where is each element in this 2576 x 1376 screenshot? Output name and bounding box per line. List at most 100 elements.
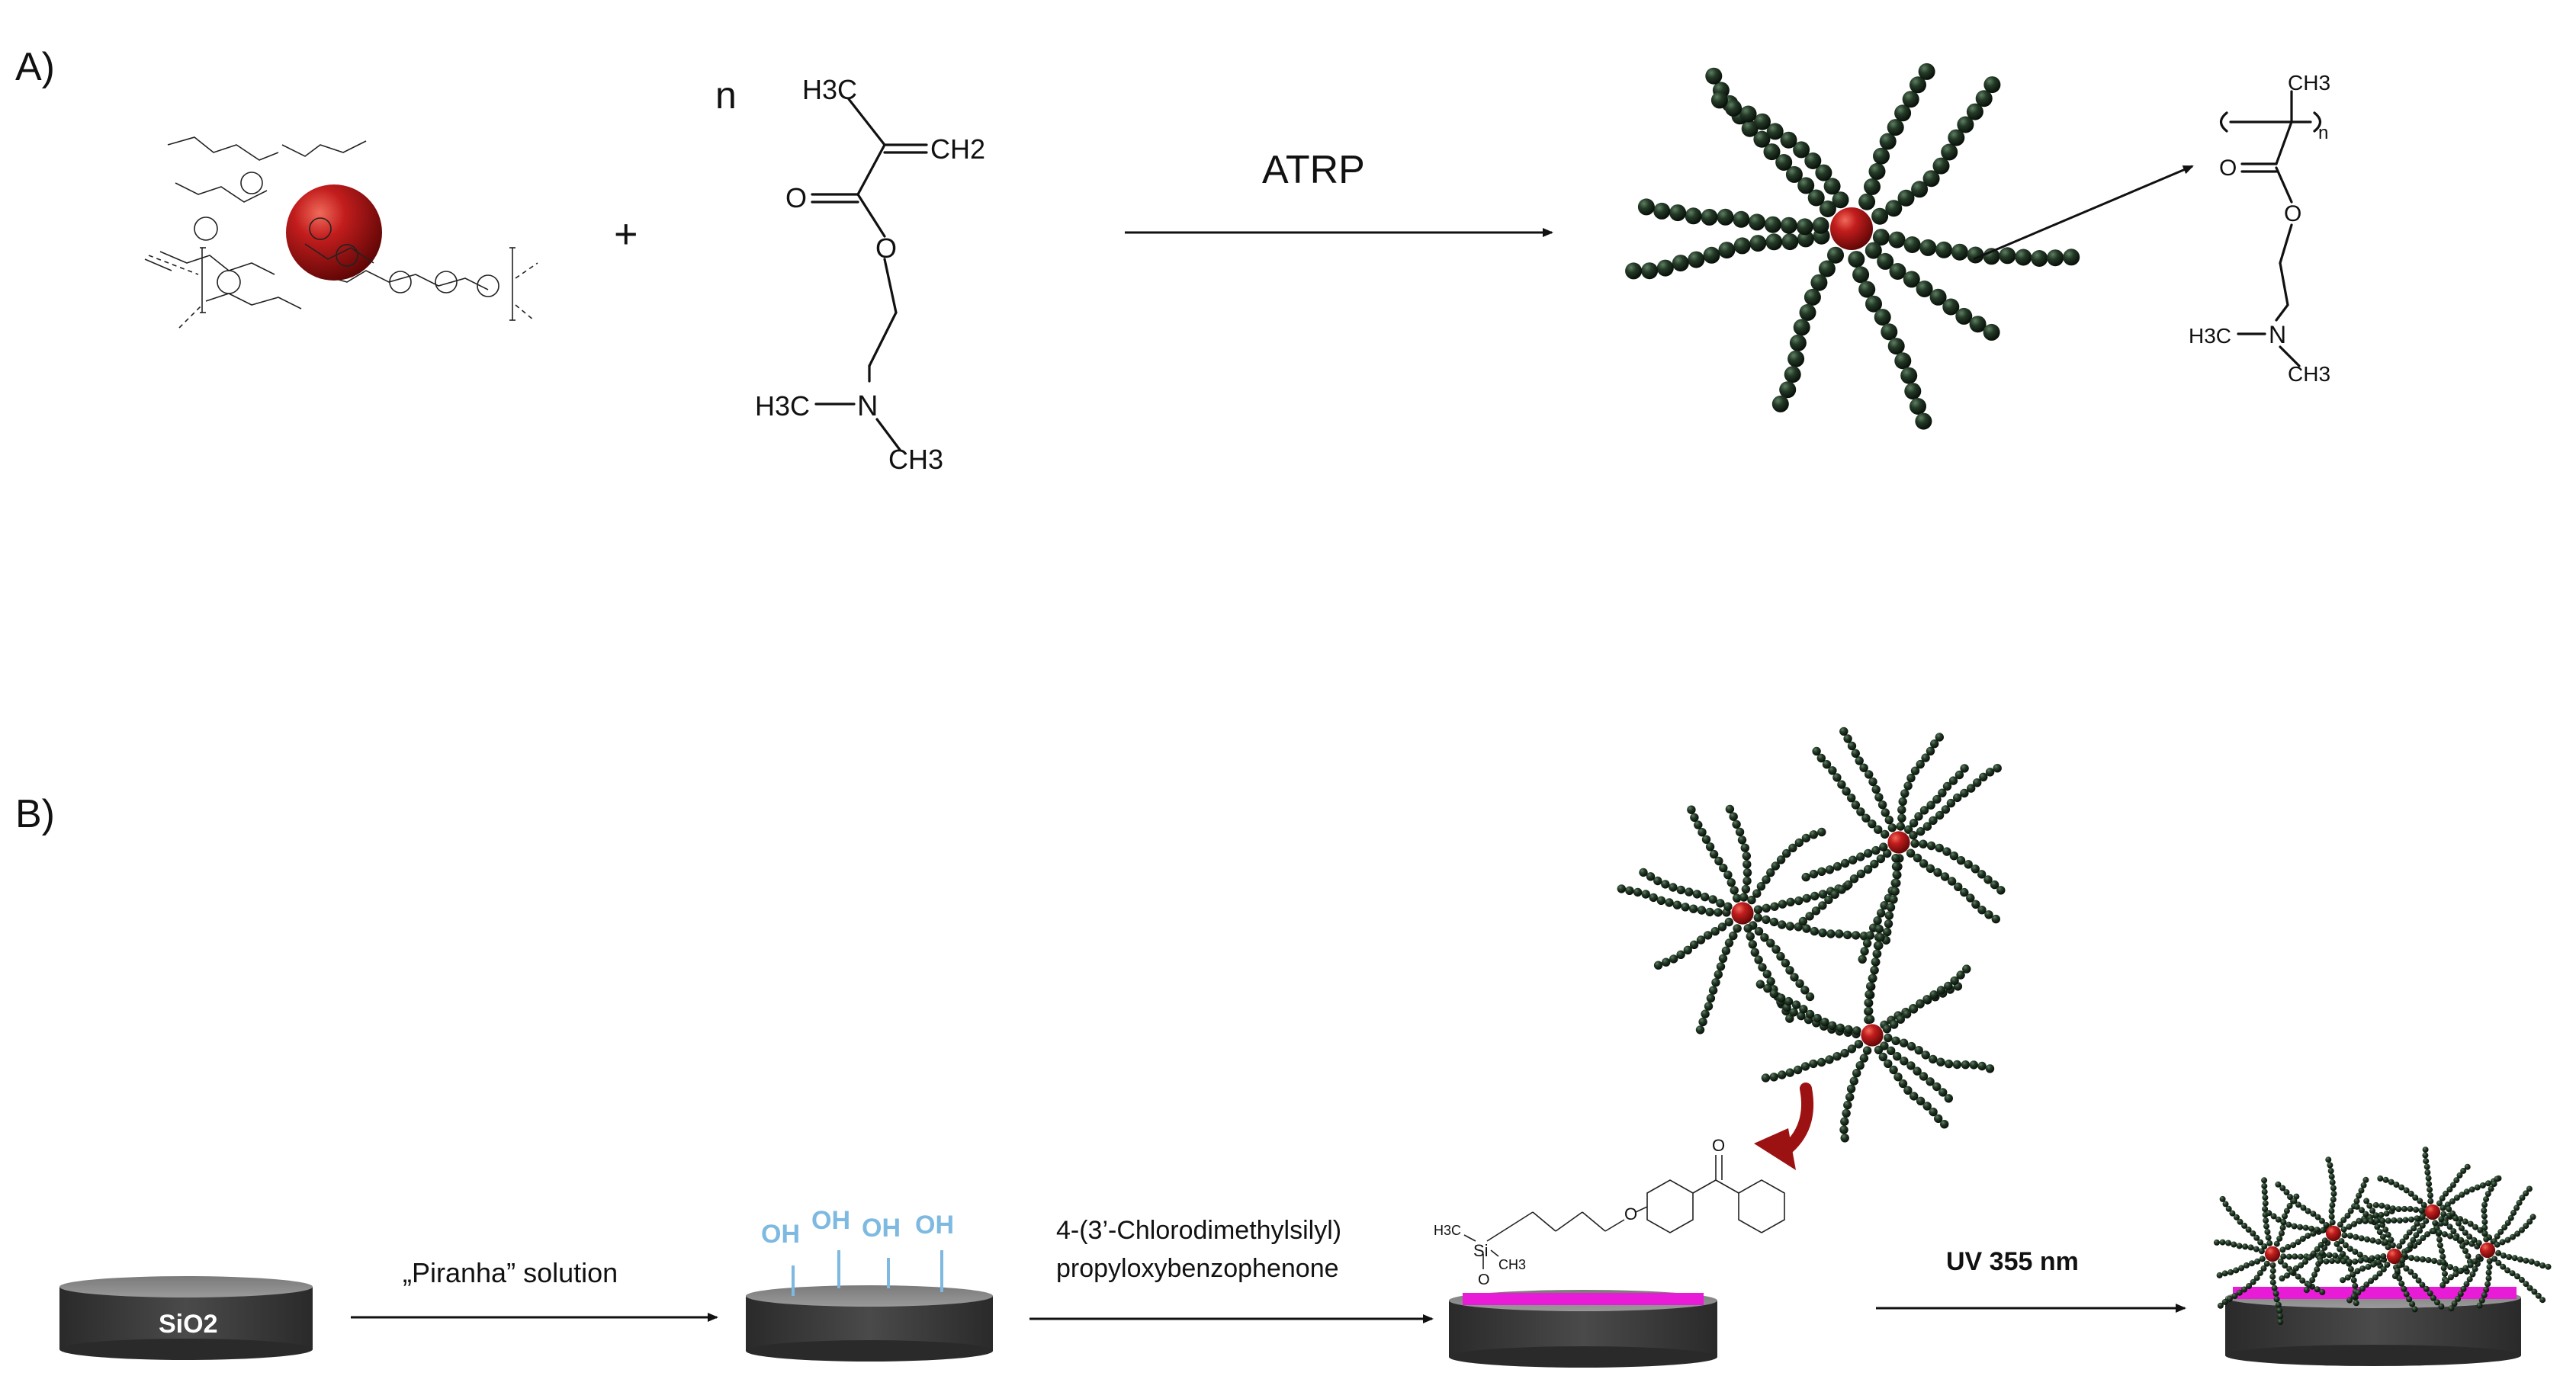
arm-bead [1714,970,1723,980]
arm-bead [2269,1279,2276,1286]
repeat-ester-o: O [2284,201,2301,226]
arm-bead [1780,217,1797,234]
arm-bead [2364,1236,2371,1243]
arm-bead [1926,800,1935,810]
arm-bead [1942,781,1952,791]
arm-bead [1756,882,1766,891]
arm-bead [1854,1040,1864,1049]
arm-bead [2423,1158,2430,1165]
arm-bead [1718,242,1736,259]
arm-bead [1884,1033,1893,1043]
arm-bead [2442,1270,2448,1277]
arm-bead [1847,741,1857,751]
arm-bead [2434,1299,2440,1306]
arm-bead [1881,829,1890,839]
arm-bead [1944,981,1953,991]
macroinitiator [144,136,538,329]
arm-bead [1866,982,1875,991]
arm-bead [2401,1252,2408,1259]
arm-bead [1955,307,1973,325]
arm-bead [2245,1227,2252,1233]
arm-bead [2494,1233,2501,1240]
arm-bead [2401,1285,2407,1292]
arm-bead [2231,1293,2238,1299]
arm-bead [2481,1219,2488,1225]
silane-structure: Si H3C CH3 O O O [1434,1136,1785,1288]
arm-bead [1717,922,1727,932]
repeat-n-methyl-right: CH3 [2288,362,2330,386]
arm-bead [2285,1221,2292,1228]
arm-bead [2474,1184,2481,1191]
arm-bead [1637,198,1655,216]
arm-bead [2484,1180,2491,1187]
star-polymer [1755,924,1995,1143]
arm-bead [1810,274,1828,291]
arm-bead [1785,966,1794,975]
arm-bead [1991,914,2000,924]
arm-bead [2323,1258,2330,1265]
arm-bead [1685,207,1702,225]
arm-bead [1742,868,1752,877]
arm-bead [1902,91,1919,108]
arm-bead [2359,1285,2366,1292]
star-core [2386,1248,2403,1265]
arm-bead [2305,1208,2311,1214]
arm-bead [2330,1190,2337,1197]
arm-bead [2329,1201,2336,1208]
arm-bead [1789,334,1807,351]
arm-bead [1873,147,1890,165]
arm-bead [1769,989,1778,999]
arm-bead [2317,1258,2324,1265]
arm-bead [2290,1242,2297,1249]
arm-bead [1862,938,1872,948]
arm-bead [2419,1222,2426,1229]
arm-bead [1849,1076,1858,1086]
arm-bead [1879,133,1897,150]
arm-bead [1935,733,1944,742]
arm-bead [1840,1134,1849,1143]
arm-bead [1835,929,1844,938]
arm-bead [2329,1219,2336,1226]
panel-a-label: A) [15,45,55,89]
arm-bead [1904,383,1922,400]
arm-bead [1933,868,1942,877]
arm-bead [1921,753,1930,762]
arm-bead [1897,805,1906,815]
arm-bead [1855,756,1864,765]
arm-bead [2507,1214,2514,1221]
arm-bead [1929,288,1947,306]
arm-bead [2471,1236,2478,1243]
arm-bead [2545,1263,2552,1270]
arm-bead [1708,986,1718,995]
arm-bead [2427,1198,2434,1204]
arm-bead [2517,1256,2523,1263]
arm-bead [2423,1217,2430,1224]
arm-bead [1723,902,1733,911]
arm-bead [1755,980,1765,989]
arm-bead [2412,1195,2419,1201]
arm-bead [1754,113,1771,130]
arm-bead [1771,945,1781,954]
substrate-disc-hydroxylated: OH OH OH OH [746,1206,993,1362]
arm-bead [2411,1272,2418,1279]
arm-bead [2326,1252,2333,1259]
arm-bead [2417,1227,2423,1234]
arm-bead [1852,1026,1861,1035]
arm-bead [1802,893,1811,903]
arm-bead [2368,1217,2375,1224]
arm-bead [2456,1220,2462,1227]
arm-bead [2391,1273,2398,1279]
arm-bead [1900,789,1910,798]
arm-bead [1656,259,1674,277]
arm-bead [2359,1207,2365,1214]
arm-bead [2484,1281,2491,1288]
arm-bead [1890,1020,1899,1029]
arm-bead [2488,1185,2494,1192]
substrate-disc-benzophenone [1449,1290,1717,1368]
arm-bead [1705,67,1723,85]
arm-bead [1936,986,1946,995]
arm-bead [2416,1239,2422,1246]
arm-bead [1807,189,1825,207]
arm-bead [2270,1213,2277,1220]
